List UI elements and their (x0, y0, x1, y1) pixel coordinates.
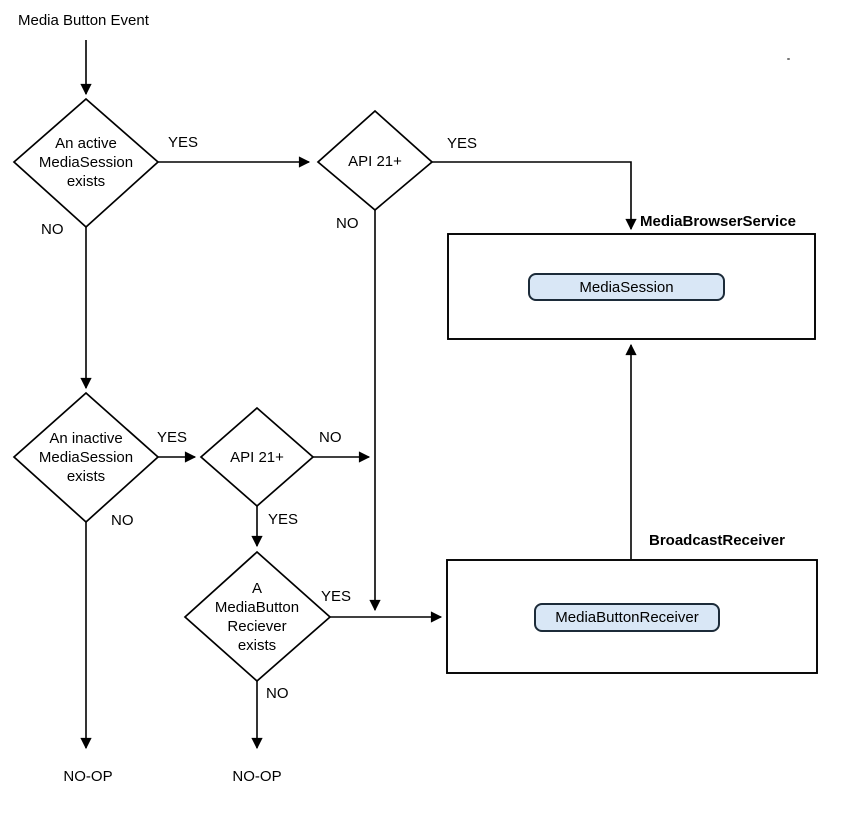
edge-label-receiver-yes: YES (321, 588, 352, 605)
edge-label-inactive-yes: YES (157, 429, 188, 446)
edge-label-api21-top-yes: YES (447, 135, 478, 152)
media-button-receiver-component-label: MediaButtonReceiver (555, 609, 699, 626)
diamond-active-session-label: An active MediaSession exists (38, 135, 134, 190)
diamond-api21-mid-label: API 21+ (230, 449, 284, 466)
edge-label-api21-mid-no: NO (319, 429, 342, 446)
media-session-component: MediaSession (528, 273, 725, 301)
diamond-receiver-exists-label: A MediaButton Reciever exists (214, 580, 300, 654)
edge-label-active-no: NO (41, 221, 64, 238)
stray-mark (787, 58, 790, 60)
diamond-inactive-session-label: An inactive MediaSession exists (38, 430, 134, 485)
diamond-api21-mid (199, 406, 315, 508)
media-session-component-label: MediaSession (579, 278, 674, 296)
edge-label-inactive-no: NO (111, 512, 134, 529)
media-button-receiver-component: MediaButtonReceiver (534, 603, 720, 632)
media-browser-service-label: MediaBrowserService (640, 213, 796, 230)
edge-label-receiver-no: NO (266, 685, 289, 702)
start-label: Media Button Event (18, 12, 149, 29)
diamond-api21-top-label: API 21+ (348, 153, 402, 170)
diamond-active-session (12, 97, 160, 229)
edge-label-api21-top-no: NO (336, 215, 359, 232)
noop-left-label: NO-OP (63, 768, 113, 785)
edge-label-active-yes: YES (168, 134, 199, 151)
edge-api21-yes-to-mbs (432, 161, 637, 231)
edge-label-api21-mid-yes: YES (268, 511, 299, 528)
broadcast-receiver-label: BroadcastReceiver (649, 532, 785, 549)
noop-right-label: NO-OP (232, 768, 282, 785)
diamond-inactive-session (12, 391, 160, 524)
diamond-receiver-exists (183, 550, 332, 683)
diamond-api21-top (316, 109, 434, 212)
